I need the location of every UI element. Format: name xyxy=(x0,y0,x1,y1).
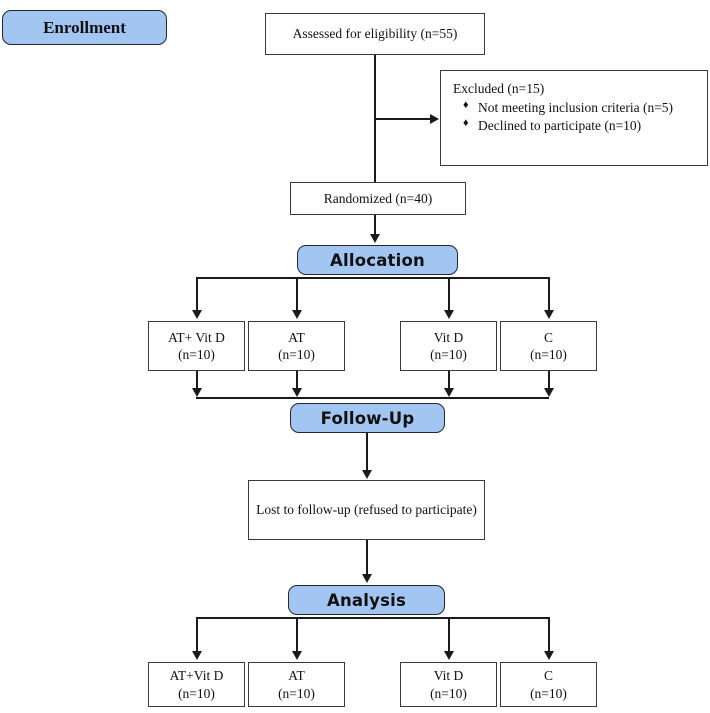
diamond-bullet-icon: ♦ xyxy=(463,98,469,111)
connector-to-excluded xyxy=(375,118,431,120)
allocation-group-text: C (n=10) xyxy=(524,329,573,364)
stage-label-followup: Follow-Up xyxy=(320,408,415,428)
excluded-reason-text: Not meeting inclusion criteria (n=5) xyxy=(478,99,674,115)
allocation-group-label: Vit D xyxy=(433,329,464,345)
node-analysis-group: Vit D (n=10) xyxy=(400,662,497,707)
node-randomized: Randomized (n=40) xyxy=(290,182,466,215)
stage-banner-enrollment: Enrollment xyxy=(2,10,167,45)
arrowhead-to-analysis xyxy=(361,574,372,583)
arrowhead-to-lost xyxy=(361,470,372,479)
node-allocation-group: AT+ Vit D (n=10) xyxy=(148,321,245,371)
connector-group3-to-followup xyxy=(448,371,450,389)
analysis-group-count: (n=10) xyxy=(278,685,315,701)
arrowhead-allocation-4 xyxy=(543,310,554,319)
arrowhead-analysis-2 xyxy=(291,651,302,660)
connector-allocation-drop-2 xyxy=(296,277,298,312)
stage-banner-allocation: Allocation xyxy=(297,245,458,275)
allocation-group-count: (n=10) xyxy=(278,347,315,362)
analysis-group-label: Vit D xyxy=(433,668,464,684)
connector-analysis-drop-1 xyxy=(196,617,198,652)
analysis-group-label: AT xyxy=(288,668,305,684)
allocation-group-count: (n=10) xyxy=(430,347,467,362)
analysis-group-count: (n=10) xyxy=(530,685,567,701)
connector-group1-to-followup xyxy=(196,371,198,389)
connector-allocation-bus xyxy=(196,277,549,279)
connector-analysis-drop-2 xyxy=(296,617,298,652)
arrowhead-allocation-2 xyxy=(291,310,302,319)
connector-analysis-drop-4 xyxy=(548,617,550,652)
connector-assessed-to-randomized xyxy=(374,55,376,182)
arrowhead-followup-4 xyxy=(543,388,554,397)
diamond-bullet-icon: ♦ xyxy=(463,116,469,129)
connector-lost-to-analysis xyxy=(366,540,368,575)
node-analysis-group: C (n=10) xyxy=(500,662,597,707)
allocation-group-label: C xyxy=(543,329,553,345)
connector-followup-to-lost xyxy=(366,433,368,471)
arrowhead-to-excluded xyxy=(430,114,439,124)
arrowhead-followup-2 xyxy=(291,388,302,397)
analysis-group-text: AT+Vit D (n=10) xyxy=(164,667,230,702)
arrowhead-analysis-4 xyxy=(543,651,554,660)
node-allocation-group: AT (n=10) xyxy=(248,321,345,371)
excluded-reason-list: ♦ Not meeting inclusion criteria (n=5) ♦… xyxy=(453,99,701,135)
connector-analysis-bus xyxy=(196,617,549,619)
node-assessed-for-eligibility: Assessed for eligibility (n=55) xyxy=(265,13,485,55)
stage-label-allocation: Allocation xyxy=(330,250,425,270)
arrowhead-analysis-1 xyxy=(191,651,202,660)
node-excluded: Excluded (n=15) ♦ Not meeting inclusion … xyxy=(440,70,708,166)
node-allocation-group: Vit D (n=10) xyxy=(400,321,497,371)
connector-group4-to-followup xyxy=(548,371,550,389)
node-allocation-group: C (n=10) xyxy=(500,321,597,371)
analysis-group-text: Vit D (n=10) xyxy=(424,667,473,702)
arrowhead-followup-1 xyxy=(191,388,202,397)
stage-banner-followup: Follow-Up xyxy=(290,403,445,433)
analysis-group-count: (n=10) xyxy=(178,685,215,701)
excluded-reason-item: ♦ Not meeting inclusion criteria (n=5) xyxy=(463,99,701,117)
node-lost-to-followup: Lost to follow-up (refused to participat… xyxy=(248,480,485,540)
allocation-group-text: Vit D (n=10) xyxy=(424,329,473,364)
excluded-reason-text: Declined to participate (n=10) xyxy=(478,117,642,133)
analysis-group-count: (n=10) xyxy=(430,685,467,701)
connector-allocation-drop-1 xyxy=(196,277,198,312)
stage-label-analysis: Analysis xyxy=(327,590,406,610)
node-assessed-label: Assessed for eligibility (n=55) xyxy=(292,26,458,42)
arrowhead-followup-3 xyxy=(443,388,454,397)
stage-label-enrollment: Enrollment xyxy=(43,17,126,37)
node-randomized-label: Randomized (n=40) xyxy=(323,190,433,206)
allocation-group-label: AT xyxy=(288,329,305,345)
arrowhead-analysis-3 xyxy=(443,651,454,660)
connector-allocation-drop-4 xyxy=(548,277,550,312)
arrowhead-to-allocation xyxy=(369,234,380,243)
allocation-group-text: AT (n=10) xyxy=(272,329,321,364)
analysis-group-text: C (n=10) xyxy=(524,667,573,702)
excluded-reason-item: ♦ Declined to participate (n=10) xyxy=(463,117,701,135)
arrowhead-allocation-3 xyxy=(443,310,454,319)
allocation-group-text: AT+ Vit D (n=10) xyxy=(162,329,231,364)
connector-group2-to-followup xyxy=(296,371,298,389)
allocation-group-count: (n=10) xyxy=(178,347,215,362)
analysis-group-label: C xyxy=(543,668,553,684)
node-analysis-group: AT (n=10) xyxy=(248,662,345,707)
connector-followup-bus xyxy=(196,397,549,399)
node-lost-label: Lost to follow-up (refused to participat… xyxy=(256,502,477,518)
connector-analysis-drop-3 xyxy=(448,617,450,652)
arrowhead-allocation-1 xyxy=(191,310,202,319)
allocation-group-label: AT+ Vit D xyxy=(168,329,225,345)
analysis-group-text: AT (n=10) xyxy=(272,667,321,702)
allocation-group-count: (n=10) xyxy=(530,347,567,362)
node-analysis-group: AT+Vit D (n=10) xyxy=(148,662,245,707)
analysis-group-label: AT+Vit D xyxy=(169,668,224,684)
stage-banner-analysis: Analysis xyxy=(288,585,445,615)
connector-randomized-to-allocation xyxy=(374,215,376,236)
connector-allocation-drop-3 xyxy=(448,277,450,312)
excluded-heading: Excluded (n=15) xyxy=(453,81,545,96)
